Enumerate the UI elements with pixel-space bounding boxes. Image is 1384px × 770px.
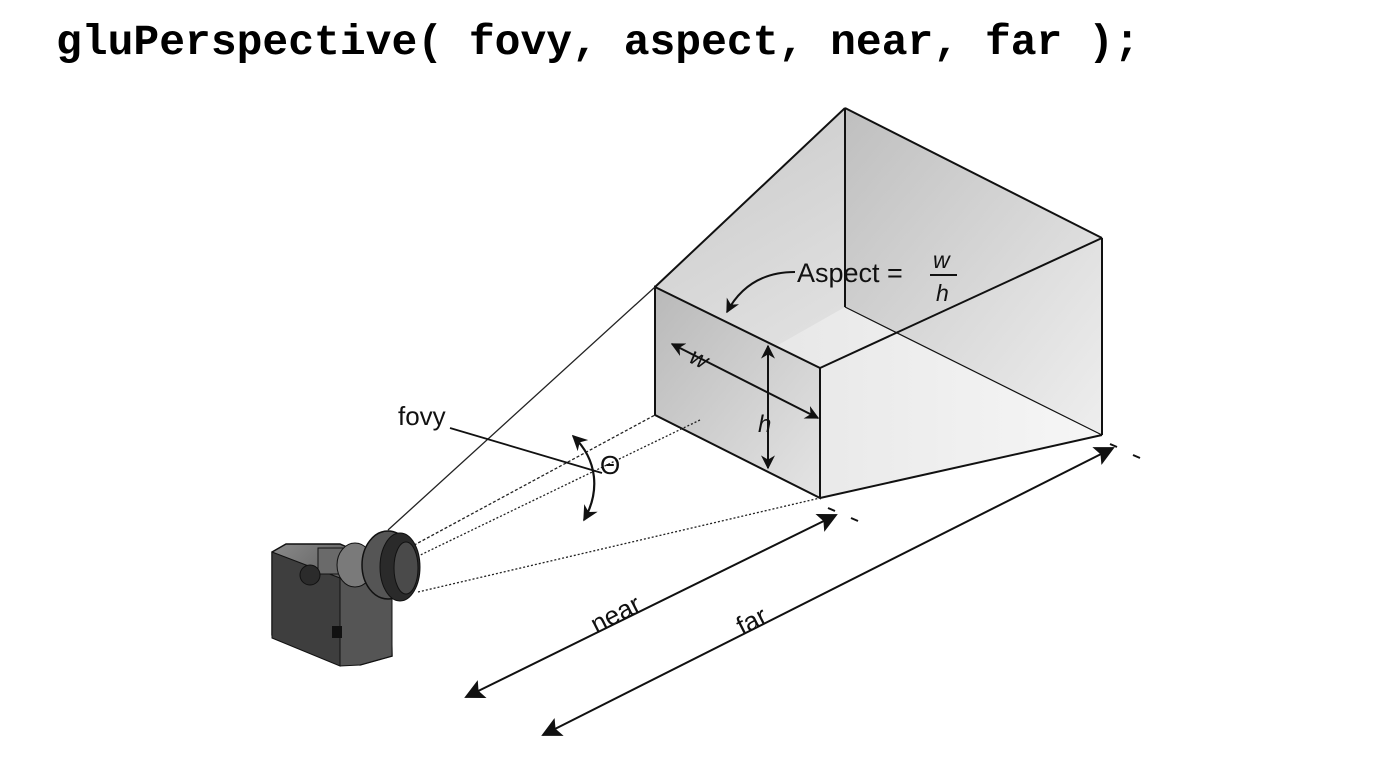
function-signature-title: gluPerspective( fovy, aspect, near, far … xyxy=(56,18,1140,67)
camera-icon xyxy=(271,530,421,667)
fovy-angle-arc xyxy=(571,434,598,522)
far-label: far xyxy=(731,600,772,641)
theta-symbol: Θ xyxy=(600,450,620,480)
aspect-label: Aspect = xyxy=(797,258,903,288)
fovy-leader-line xyxy=(449,427,603,474)
width-arrow xyxy=(670,343,820,419)
near-distance-arrow xyxy=(464,513,838,699)
aspect-denominator: h xyxy=(936,280,949,306)
aspect-pointer-arrow xyxy=(726,271,796,314)
far-distance-arrow xyxy=(541,447,1115,736)
near-label: near xyxy=(585,588,645,639)
fovy-label: fovy xyxy=(398,401,446,431)
height-label: h xyxy=(758,411,771,438)
frustum-back-face xyxy=(845,108,1102,435)
aspect-numerator: w xyxy=(933,247,951,273)
